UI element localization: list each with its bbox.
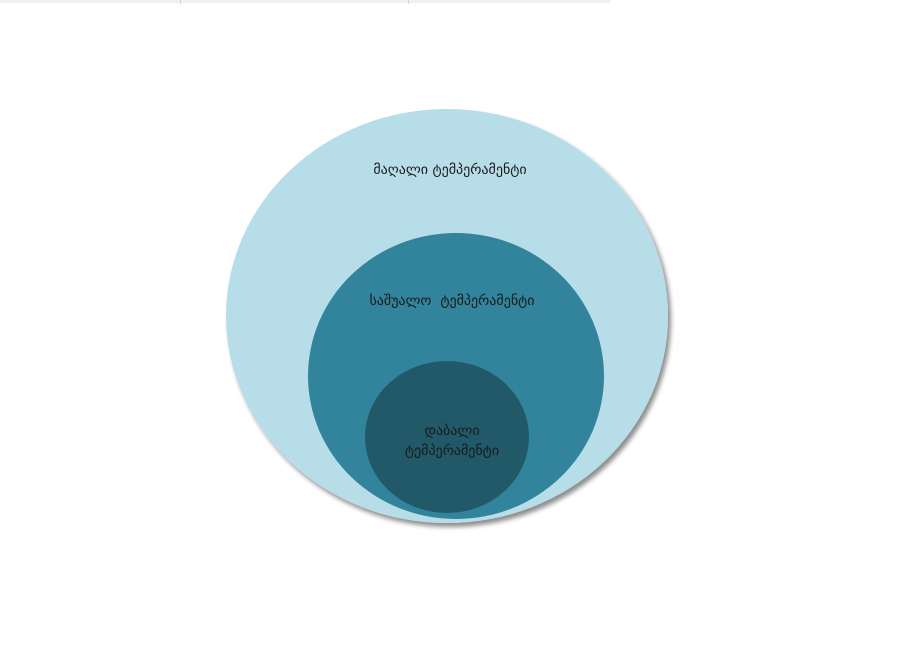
inner-circle-low-temperament bbox=[365, 361, 529, 513]
ruler-strip bbox=[0, 0, 610, 3]
ruler-tick bbox=[180, 0, 181, 4]
middle-circle-label: საშუალო ტემპერამენტი bbox=[369, 293, 535, 309]
inner-circle-label-line1: დაბალი bbox=[424, 423, 480, 439]
inner-circle-label-line2: ტემპერამენტი bbox=[404, 443, 500, 459]
ruler-tick bbox=[408, 0, 409, 4]
outer-circle-label: მაღალი ტემპერამენტი bbox=[373, 162, 527, 178]
